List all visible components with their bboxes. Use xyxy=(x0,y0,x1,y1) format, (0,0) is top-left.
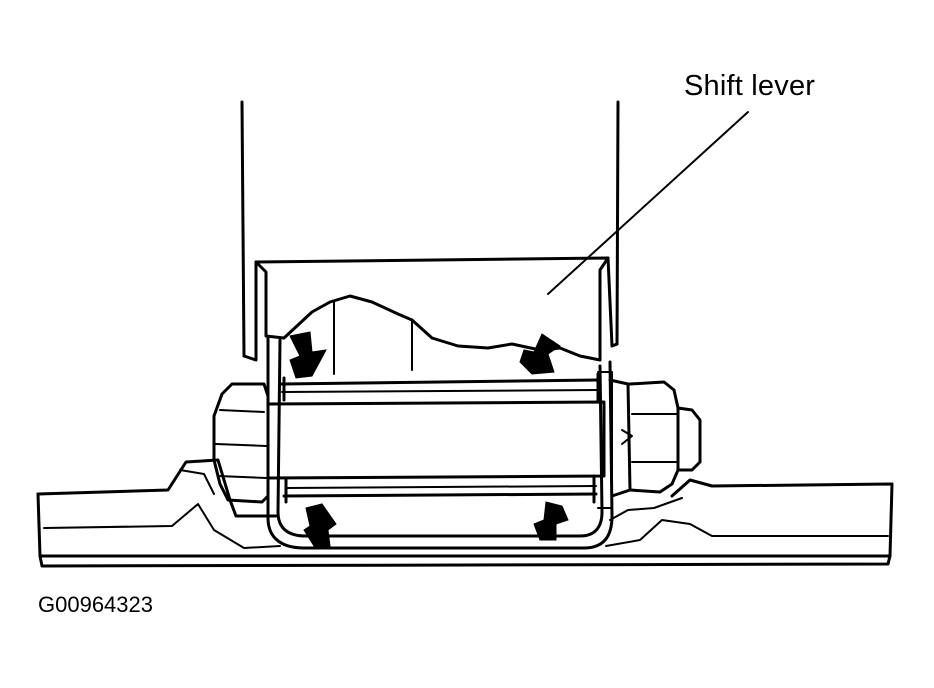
arrow-bottom-right xyxy=(533,501,569,541)
bushing xyxy=(266,371,613,509)
figure-id: G00964323 xyxy=(38,592,153,617)
callout-leader-line xyxy=(547,111,749,295)
callout-label: Shift lever xyxy=(684,70,816,102)
base-plate xyxy=(36,458,894,568)
arrow-top-right xyxy=(519,333,561,375)
arrow-bottom-left xyxy=(303,503,337,547)
shift-lever-body xyxy=(240,100,620,375)
arrow-top-left xyxy=(289,331,327,379)
nut xyxy=(608,378,702,498)
bolt-head xyxy=(212,382,270,504)
yoke xyxy=(266,336,614,550)
